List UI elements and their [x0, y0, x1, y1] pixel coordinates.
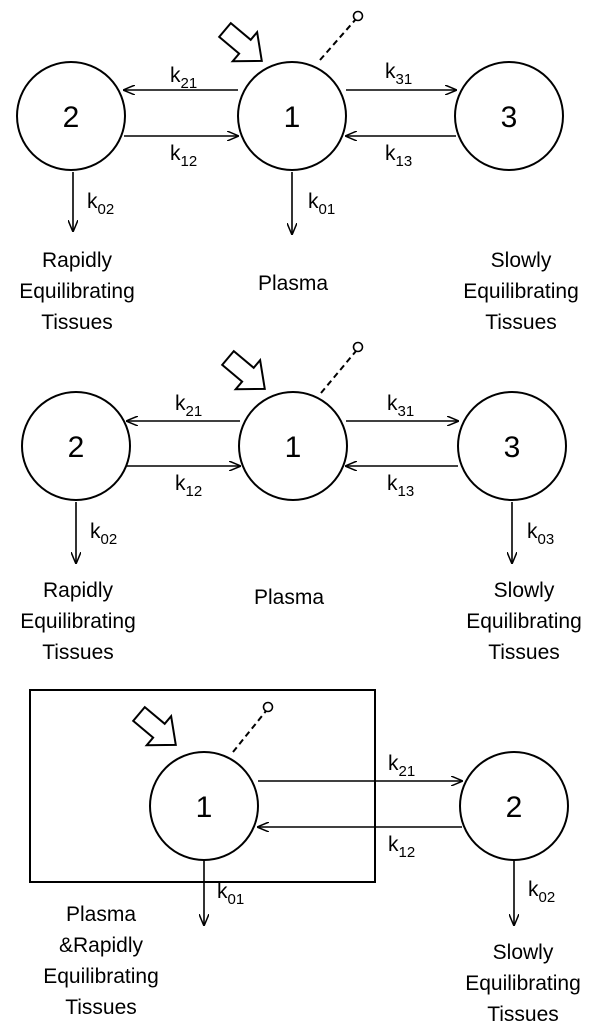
- sampling-point-icon: [352, 341, 364, 353]
- sampling-point-icon: [262, 701, 274, 713]
- compartment-1-number: 1: [284, 101, 301, 134]
- label-left-line-2: Equilibrating: [20, 610, 136, 633]
- rate-label-k21: k21: [388, 752, 415, 780]
- compartment-2: [459, 751, 569, 861]
- sampling-point-icon: [352, 10, 364, 22]
- label-left-line-4: Tissues: [65, 996, 137, 1019]
- label-right-line-1: Slowly: [494, 579, 555, 602]
- central-compartment-box: [29, 689, 376, 883]
- label-right-line-2: Equilibrating: [463, 280, 579, 303]
- label-right-line-1: Slowly: [493, 941, 554, 964]
- sampling-line: [319, 18, 357, 61]
- compartment-1: [149, 751, 259, 861]
- rate-label-k01: k01: [308, 190, 335, 218]
- rate-label-k13: k13: [387, 472, 414, 500]
- dose-input-arrow-icon: [220, 349, 266, 391]
- rate-label-k12: k12: [170, 142, 197, 170]
- label-right-line-2: Equilibrating: [466, 610, 582, 633]
- label-center-line-1: Plasma: [254, 586, 324, 609]
- diagram-2-three-compartment: 2 1 3 k21 k12 k31 k13 k02 k03 Rapidly Eq…: [20, 341, 582, 664]
- rate-label-k21: k21: [175, 392, 202, 420]
- rate-label-k13: k13: [385, 142, 412, 170]
- label-left-line-2: &Rapidly: [59, 934, 144, 957]
- compartment-2: [16, 61, 126, 171]
- label-left-line-1: Plasma: [66, 903, 136, 926]
- diagram-3-two-compartment: 1 2 k21 k12 k01 k02 Plasma &Rapidly Equi…: [29, 689, 581, 1026]
- label-right-line-3: Tissues: [485, 311, 557, 334]
- sampling-line: [320, 350, 357, 394]
- label-right-line-2: Equilibrating: [465, 972, 581, 995]
- compartment-1-number: 1: [196, 791, 213, 824]
- compartment-3: [457, 391, 567, 501]
- dose-input-arrow-icon: [131, 705, 177, 747]
- compartment-2-number: 2: [506, 791, 523, 824]
- rate-label-k21: k21: [170, 64, 197, 92]
- rate-label-k31: k31: [387, 392, 414, 420]
- sampling-line: [232, 710, 267, 753]
- compartment-3-number: 3: [504, 431, 521, 464]
- compartment-3: [454, 61, 564, 171]
- label-left-line-3: Tissues: [42, 641, 114, 664]
- dose-input-arrow-icon: [217, 21, 263, 63]
- compartment-2-number: 2: [68, 431, 85, 464]
- compartment-1-number: 1: [285, 431, 302, 464]
- rate-label-k31: k31: [385, 60, 412, 88]
- rate-label-k12: k12: [175, 472, 202, 500]
- rate-label-k01: k01: [217, 880, 244, 908]
- label-right-line-1: Slowly: [491, 249, 552, 272]
- rate-label-k12: k12: [388, 833, 415, 861]
- compartment-3-number: 3: [501, 101, 518, 134]
- label-left-line-3: Equilibrating: [43, 965, 159, 988]
- rate-label-k02: k02: [90, 520, 117, 548]
- compartment-2: [21, 391, 131, 501]
- label-right-line-3: Tissues: [487, 1003, 559, 1026]
- rate-label-k02: k02: [87, 190, 114, 218]
- compartment-1: [237, 61, 347, 171]
- rate-label-k03: k03: [527, 520, 554, 548]
- label-left-line-3: Tissues: [41, 311, 113, 334]
- compartment-1: [238, 391, 348, 501]
- compartment-2-number: 2: [63, 101, 80, 134]
- diagram-1-three-compartment: 2 1 3 k21 k12 k31 k13 k02 k01 Rapidly Eq…: [16, 10, 579, 334]
- label-left-line-1: Rapidly: [42, 249, 113, 272]
- label-center-line-1: Plasma: [258, 272, 328, 295]
- rate-label-k02: k02: [528, 878, 555, 906]
- label-left-line-2: Equilibrating: [19, 280, 135, 303]
- label-right-line-3: Tissues: [488, 641, 560, 664]
- label-left-line-1: Rapidly: [43, 579, 114, 602]
